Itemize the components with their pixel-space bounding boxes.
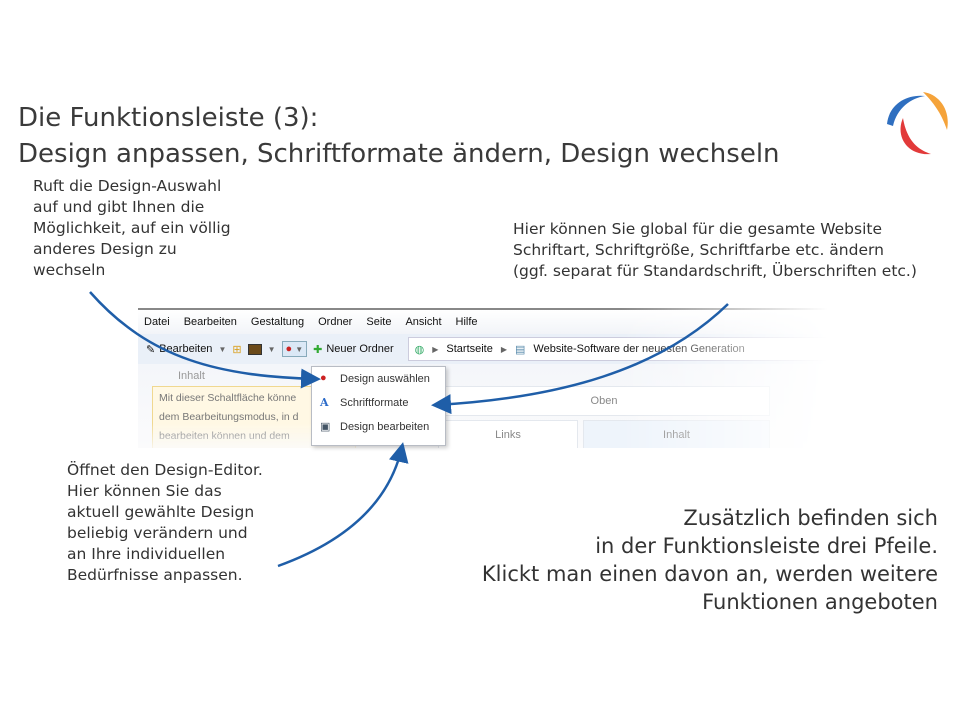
note-line: Öffnet den Design-Editor. [67, 461, 263, 479]
menu-ansicht[interactable]: Ansicht [405, 316, 442, 328]
new-folder-label: Neuer Ordner [326, 343, 394, 355]
paint-bucket-icon: ● [285, 343, 293, 355]
menu-item-label: Design auswählen [340, 373, 430, 385]
image-icon[interactable] [247, 343, 262, 355]
tooltip-line: Mit dieser Schaltfläche könne [159, 392, 297, 404]
note-line: Ruft die Design-Auswahl [33, 177, 222, 195]
edit-label: Bearbeiten [159, 343, 213, 355]
page-icon: ▤ [515, 343, 526, 356]
menu-hilfe[interactable]: Hilfe [455, 316, 478, 328]
note-design-select: Ruft die Design-Auswahl auf und gibt Ihn… [33, 176, 231, 281]
edit-dropdown-arrow[interactable]: ▼ [218, 344, 227, 354]
note-line: Schriftart, Schriftgröße, Schriftfarbe e… [513, 241, 884, 259]
note-line: in der Funktionsleiste drei Pfeile. [595, 534, 938, 558]
region-content[interactable]: Inhalt [583, 420, 770, 450]
app-screenshot: Datei Bearbeiten Gestaltung Ordner Seite… [138, 308, 828, 454]
monitor-icon: ▣ [320, 421, 331, 433]
note-line: Hier können Sie global für die gesamte W… [513, 220, 883, 238]
menu-item-label: Schriftformate [340, 397, 409, 409]
note-line: (ggf. separat für Standardschrift, Übers… [513, 262, 917, 280]
image-dropdown-arrow[interactable]: ▼ [267, 344, 276, 354]
note-line: an Ihre individuellen [67, 545, 226, 563]
note-editor: Öffnet den Design-Editor. Hier können Si… [67, 460, 263, 586]
menu-datei[interactable]: Datei [144, 316, 170, 328]
breadcrumb-page[interactable]: Website-Software der neuesten Generation [533, 343, 745, 355]
edit-button[interactable]: ✎Bearbeiten [146, 343, 212, 356]
menu-gestaltung[interactable]: Gestaltung [250, 316, 305, 328]
menu-bar: Datei Bearbeiten Gestaltung Ordner Seite… [138, 310, 828, 334]
note-line: anderes Design zu [33, 240, 177, 258]
region-top[interactable]: Oben [438, 386, 770, 416]
note-arrows: Zusätzlich befinden sich in der Funktion… [482, 504, 938, 616]
menu-seite[interactable]: Seite [366, 316, 392, 328]
tooltip-line: bearbeiten können und dem [159, 430, 290, 442]
note-line: Hier können Sie das [67, 482, 222, 500]
pencil-icon: ✎ [146, 343, 156, 356]
note-line: beliebig verändern und [67, 524, 248, 542]
tree-item-inhalt[interactable]: Inhalt [178, 370, 205, 382]
globe-icon[interactable]: ◍ [414, 343, 425, 356]
title-line: Die Funktionsleiste (3): [18, 103, 319, 133]
tree-icon[interactable]: ⊞ [232, 343, 242, 356]
breadcrumb-home[interactable]: Startseite [446, 343, 493, 355]
new-folder-button[interactable]: ✚Neuer Ordner [313, 343, 393, 356]
menu-item-design-bearbeiten[interactable]: ▣ Design bearbeiten [312, 415, 445, 439]
note-line: auf und gibt Ihnen die [33, 198, 205, 216]
menu-item-schriftformate[interactable]: A Schriftformate [312, 391, 445, 415]
toolbar: ✎Bearbeiten ▼ ⊞ ▼ ● ▼ ✚Neuer Ordner ◍▶ S… [138, 334, 828, 364]
note-line: Zusätzlich befinden sich [683, 506, 938, 530]
design-button[interactable]: ● ▼ [281, 341, 308, 357]
note-line: Bedürfnisse anpassen. [67, 566, 243, 584]
logo-icon [887, 92, 948, 155]
note-fonts: Hier können Sie global für die gesamte W… [513, 219, 917, 282]
paint-bucket-icon: ● [320, 372, 327, 384]
note-line: aktuell gewählte Design [67, 503, 255, 521]
content-area: Inhalt Mit dieser Schaltfläche könne dem… [138, 364, 828, 454]
slide-title: Die Funktionsleiste (3): Design anpassen… [18, 100, 780, 172]
region-left[interactable]: Links [438, 420, 578, 450]
menu-ordner[interactable]: Ordner [318, 316, 353, 328]
folder-plus-icon: ✚ [313, 343, 323, 356]
note-line: Funktionen angeboten [702, 590, 938, 614]
tooltip-line: dem Bearbeitungsmodus, in d [159, 411, 299, 423]
note-line: wechseln [33, 261, 106, 279]
font-icon: A [320, 396, 329, 409]
breadcrumb: ◍▶ Startseite▶ ▤ Website-Software der ne… [407, 337, 828, 361]
menu-item-label: Design bearbeiten [340, 421, 430, 433]
design-dropdown-menu: ● Design auswählen A Schriftformate ▣ Desig… [311, 366, 446, 446]
note-line: Möglichkeit, auf ein völlig [33, 219, 231, 237]
menu-item-design-auswaehlen[interactable]: ● Design auswählen [312, 367, 445, 391]
note-line: Klickt man einen davon an, werden weiter… [481, 562, 938, 586]
menu-bearbeiten[interactable]: Bearbeiten [183, 316, 237, 328]
arrow-editor [277, 442, 409, 568]
title-line: Design anpassen, Schriftformate ändern, … [18, 139, 780, 169]
